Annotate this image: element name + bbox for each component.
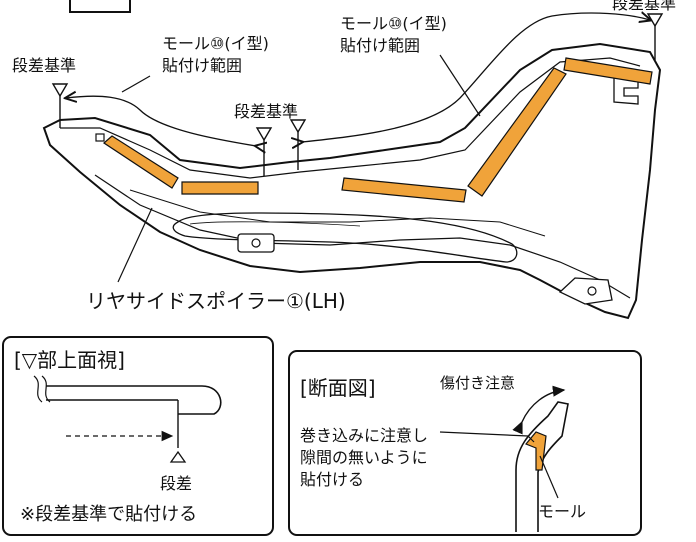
bottom-slot xyxy=(172,212,518,263)
instruction-line-3: 貼付ける xyxy=(300,470,365,489)
step-label: 段差 xyxy=(160,474,193,493)
mall-range-label-right-2: 貼付け範囲 xyxy=(340,36,421,55)
leader-mall-left xyxy=(121,75,151,93)
mall-label: モール xyxy=(538,502,587,521)
cross-section-drawing xyxy=(439,385,569,532)
detail-top-view-drawing xyxy=(33,375,222,463)
detail-top-view-title: [▽部上面視] xyxy=(14,348,125,372)
damage-caution-label: 傷付き注意 xyxy=(440,374,516,392)
spoiler-fold-line xyxy=(129,189,546,237)
step-ref-label-center: 段差基準 xyxy=(234,102,299,121)
step-ref-label-left: 段差基準 xyxy=(12,56,77,75)
cropped-frame xyxy=(69,0,131,13)
mount-tab-right-hole xyxy=(587,286,597,296)
bottom-slot-inner xyxy=(189,221,361,227)
instruction-line-2: 隙間の無いように xyxy=(300,448,428,467)
instruction-line-1: 巻き込みに注意し xyxy=(300,426,429,445)
part-label: リヤサイドスポイラー①(LH) xyxy=(86,289,346,313)
range-arrow-right xyxy=(302,13,650,142)
left-end-hole xyxy=(95,133,105,142)
leader-part xyxy=(117,207,153,283)
spoiler-lower-edge xyxy=(94,174,631,299)
mall-range-label-right-1: モール⑩(イ型) xyxy=(340,14,447,33)
step-ref-label-right: 段差基準 xyxy=(612,0,677,13)
step-ref-marker-left xyxy=(51,83,69,128)
range-arrow-left xyxy=(66,96,256,146)
tape-segment-3 xyxy=(341,177,467,203)
tape-segment-2 xyxy=(181,181,259,195)
mount-tab-right xyxy=(558,277,613,305)
detail-top-view-box: [▽部上面視] 段差 ※段差基準で貼付ける xyxy=(2,336,274,536)
cross-section-title: [断面図] xyxy=(300,376,376,400)
detail-cross-section-box: [断面図] 傷付き注意 巻き込みに注意し 隙間の無いように 貼付ける モール xyxy=(288,350,642,536)
mount-tab-center-hole xyxy=(251,238,261,248)
step-ref-note: ※段差基準で貼付ける xyxy=(20,504,198,525)
mall-range-label-left-2: 貼付け範囲 xyxy=(162,56,243,75)
mall-range-label-left-1: モール⑩(イ型) xyxy=(162,34,269,53)
leader-mall-right xyxy=(439,54,481,117)
